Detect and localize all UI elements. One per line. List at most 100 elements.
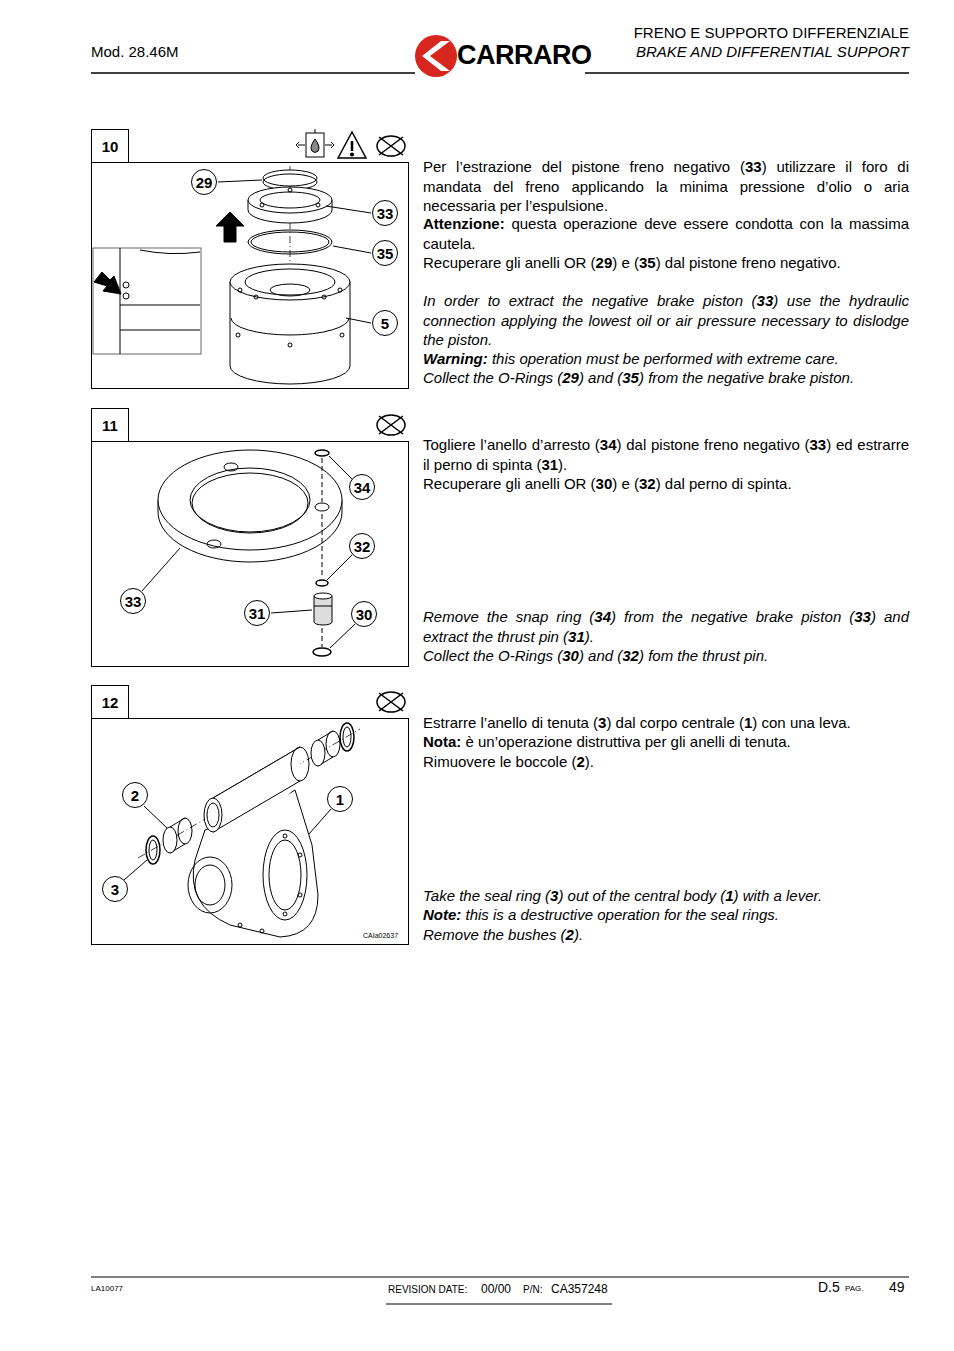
callout-number: 31	[244, 600, 270, 626]
oil-pressure-icon	[306, 133, 324, 157]
instruction-text: Recuperare gli anelli OR (30) e (32) dal…	[423, 474, 909, 494]
section-number: D.5	[818, 1279, 846, 1297]
brake-piston-illustration	[238, 288, 242, 292]
brake-piston-illustration	[316, 203, 320, 207]
figure-frame	[91, 162, 409, 389]
oil-pressure-icon	[331, 142, 334, 148]
piston-parts-illustration	[316, 580, 328, 586]
header-rule	[585, 72, 909, 74]
brake-piston-illustration	[322, 295, 326, 299]
central-body-illustration	[343, 727, 351, 747]
central-body-illustration	[283, 834, 287, 838]
central-body-illustration	[298, 853, 302, 857]
brake-piston-illustration	[254, 295, 258, 299]
central-body-illustration	[195, 865, 225, 905]
page-number: 49	[889, 1279, 914, 1297]
piston-parts-illustration	[322, 514, 323, 578]
brake-piston-illustration	[123, 282, 129, 288]
central-body-illustration	[213, 747, 300, 798]
model-number: Mod. 28.46M	[91, 43, 291, 62]
no-tool-icon	[379, 693, 403, 711]
piston-parts-illustration	[207, 540, 221, 548]
instruction-text: Collect the O-Rings (30) and (32) fom th…	[423, 646, 909, 666]
leader-line	[326, 206, 371, 213]
document-code: LA10077	[91, 1284, 151, 1294]
footer-rule	[91, 1277, 909, 1304]
brand-name: CARRARO	[457, 39, 597, 73]
no-tool-icon	[377, 415, 405, 435]
callout-number: 33	[372, 200, 398, 226]
warning-triangle-icon	[351, 153, 354, 156]
central-body-illustration	[149, 840, 157, 860]
figure-frame	[91, 718, 409, 945]
central-body-illustration	[291, 747, 309, 781]
note-text: Note: this is a destructive operation fo…	[423, 905, 909, 925]
oil-pressure-icon	[296, 142, 299, 148]
brake-piston-illustration	[263, 170, 317, 186]
revision-date: 00/00	[481, 1282, 521, 1297]
central-body-illustration	[283, 912, 287, 916]
central-body-illustration	[340, 723, 354, 751]
callout-text: 5	[381, 316, 389, 331]
central-body-illustration	[269, 840, 301, 910]
callout-text: 29	[196, 175, 213, 190]
instruction-text: Per l’estrazione del pistone freno negat…	[423, 157, 909, 216]
step-number-box: 10	[91, 129, 129, 163]
step-number: 12	[102, 695, 119, 710]
piston-parts-illustration	[322, 458, 323, 502]
warning-triangle-icon	[338, 132, 366, 158]
brake-piston-illustration	[248, 187, 332, 213]
callout-text: 33	[125, 594, 142, 609]
leader-line	[329, 456, 352, 479]
brake-piston-illustration	[340, 333, 344, 337]
brake-piston-illustration	[260, 203, 264, 207]
central-body-illustration	[207, 803, 219, 827]
central-body-illustration	[178, 818, 192, 844]
piston-parts-illustration	[314, 593, 332, 599]
leader-line	[271, 610, 312, 613]
callout-text: 31	[249, 606, 266, 621]
leader-line	[218, 180, 371, 323]
brand-logo	[422, 41, 450, 71]
leader-line	[218, 180, 262, 182]
leader-line	[142, 548, 180, 591]
no-tool-icon	[379, 416, 403, 434]
brake-piston-illustration	[231, 318, 349, 335]
piston-parts-illustration	[314, 606, 332, 607]
warning-text: Attenzione: questa operazione deve esser…	[423, 214, 909, 253]
brake-piston-illustration	[270, 284, 310, 296]
callout-number: 1	[327, 786, 353, 812]
brake-piston-illustration	[251, 232, 329, 252]
central-body-illustration	[213, 747, 300, 835]
central-body-illustration	[138, 723, 360, 937]
instruction-text: Togliere l’anello d’arresto (34) dal pis…	[423, 435, 909, 474]
callout-number: 29	[191, 169, 217, 195]
brake-piston-illustration	[248, 230, 332, 254]
brake-piston-illustration	[236, 333, 240, 337]
step-panel: 113432333130	[91, 408, 409, 667]
warning-text: Warning: this operation must be performe…	[423, 349, 909, 369]
leader-line	[330, 624, 355, 648]
central-body-illustration	[163, 827, 177, 853]
piston-parts-illustration	[314, 596, 332, 625]
section-title-translation: BRAKE AND DIFFERENTIAL SUPPORT	[585, 43, 909, 62]
brake-piston-illustration	[288, 343, 292, 347]
instruction-text: Estrarre l’anello di tenuta (3) dal corp…	[423, 713, 909, 733]
central-body-illustration	[170, 818, 185, 827]
brake-piston-illustration	[120, 248, 200, 354]
oil-pressure-icon	[325, 145, 332, 146]
no-tool-icon	[377, 692, 405, 712]
central-body-illustration	[263, 830, 307, 920]
oil-pressure-icon	[311, 139, 319, 153]
central-body-illustration	[318, 731, 333, 740]
brand-logo	[415, 35, 457, 77]
callout-number: 3	[102, 876, 128, 902]
piston-parts-illustration	[192, 473, 308, 533]
revision-label: REVISION DATE:	[388, 1284, 478, 1297]
central-body-illustration	[188, 857, 232, 913]
piston-parts-illustration	[158, 450, 342, 550]
brake-piston-illustration	[93, 248, 201, 354]
brake-piston-illustration	[260, 192, 320, 208]
leader-line	[142, 456, 355, 648]
